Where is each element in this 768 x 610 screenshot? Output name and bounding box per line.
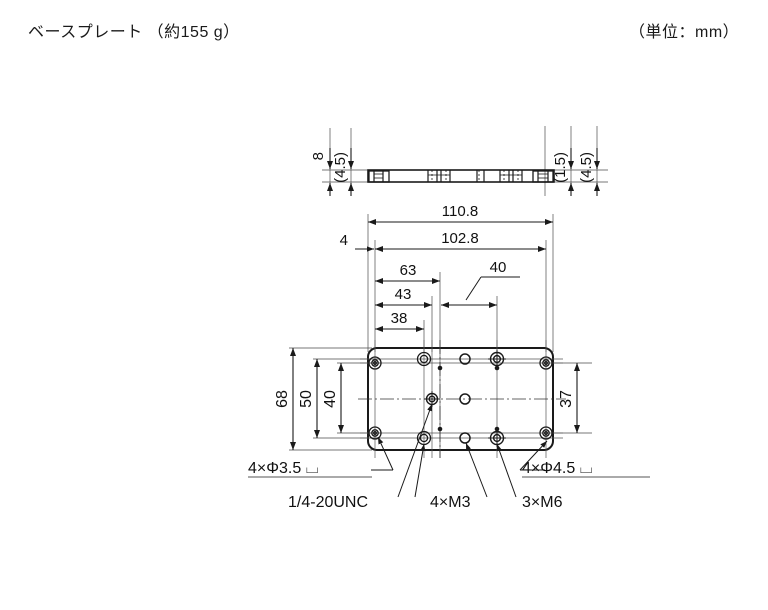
callout-m3: 4×M3 — [430, 494, 471, 511]
callout-leader-lines — [371, 403, 548, 498]
dim-102-8: 102.8 — [375, 230, 546, 252]
top-view-vertical-dimensions: 68 50 40 37 — [274, 347, 592, 451]
dim-63: 63 — [375, 262, 440, 284]
side-view-plate-body — [367, 169, 555, 183]
dim-label-68: 68 — [274, 390, 291, 408]
dim-40-vertical: 40 — [322, 363, 344, 433]
dim-label-4: 4 — [340, 232, 348, 249]
side-elevation-view: 8 (4.5) (1.5) (4.5) — [310, 126, 608, 196]
side-dim-label-right-boss: (4.5) — [578, 152, 595, 183]
dim-110-8: 110.8 — [368, 203, 553, 225]
dim-label-102-8: 102.8 — [441, 230, 479, 247]
side-dim-label-left-boss: (4.5) — [332, 152, 349, 183]
dim-40-horizontal: 40 — [441, 259, 520, 308]
dim-label-40-horizontal: 40 — [490, 259, 507, 276]
dowel-marks — [437, 365, 500, 432]
dim-label-38: 38 — [391, 310, 408, 327]
dim-label-63: 63 — [400, 262, 417, 279]
dim-68: 68 — [274, 348, 296, 450]
dim-label-40-vertical: 40 — [322, 390, 339, 408]
dim-38: 38 — [375, 310, 424, 332]
dim-37: 37 — [558, 363, 580, 433]
dim-label-50: 50 — [298, 390, 315, 408]
callout-unc: 1/4-20UNC — [288, 494, 368, 511]
m3-holes — [459, 353, 471, 444]
unit-note: （単位：mm） — [629, 24, 740, 41]
side-dim-label-8: 8 — [310, 152, 327, 160]
page-title: ベースプレート （約155 g） — [28, 24, 240, 41]
callout-counterbore-4-5: 4×Φ4.5 ⌴ — [522, 460, 593, 477]
plate-centre-lines — [358, 340, 566, 458]
dim-label-43: 43 — [395, 286, 412, 303]
callout-m6: 3×M6 — [522, 494, 563, 511]
side-view-dimension-arrows — [327, 148, 600, 196]
top-view-horizontal-dimensions: 110.8 102.8 4 63 43 — [340, 203, 554, 352]
callout-counterbore-3-5: 4×Φ3.5 ⌴ — [248, 460, 319, 477]
top-view-plate — [358, 340, 566, 458]
dim-43: 43 — [375, 286, 432, 308]
dim-4: 4 — [340, 232, 374, 252]
dim-label-37: 37 — [558, 390, 575, 408]
dim-50: 50 — [298, 359, 320, 438]
counterbore-4-5-holes — [368, 356, 553, 440]
side-dim-label-right-step: (1.5) — [552, 152, 569, 183]
dim-label-110-8: 110.8 — [442, 203, 478, 220]
